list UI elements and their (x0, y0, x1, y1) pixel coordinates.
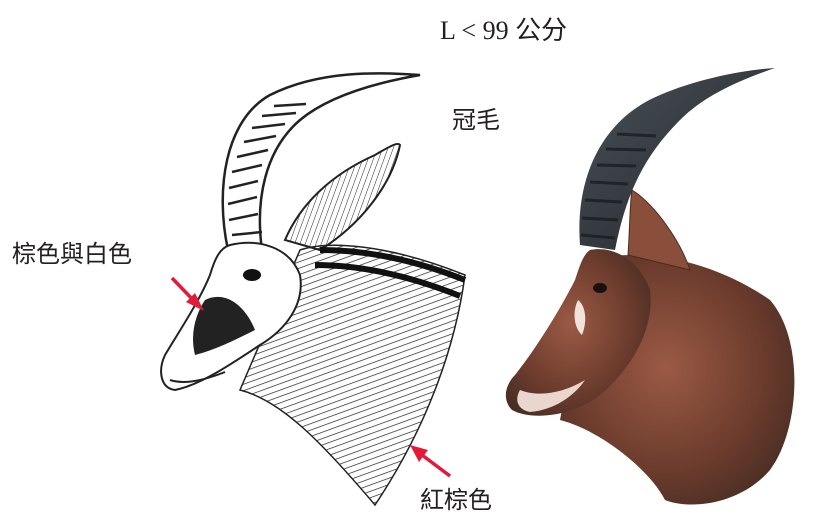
arrow-throat (410, 445, 450, 476)
arrow-face (172, 278, 204, 311)
antelope-head-photo (506, 68, 795, 505)
photo-horn (579, 68, 775, 250)
throat-color-label: 紅棕色 (420, 480, 492, 515)
face-color-label: 棕色與白色 (12, 234, 132, 269)
antelope-head-line-drawing (161, 73, 465, 505)
drawing-ear (285, 144, 400, 250)
horn-length-label: L < 99 公分 (440, 10, 567, 47)
crest-label: 冠毛 (452, 100, 500, 135)
